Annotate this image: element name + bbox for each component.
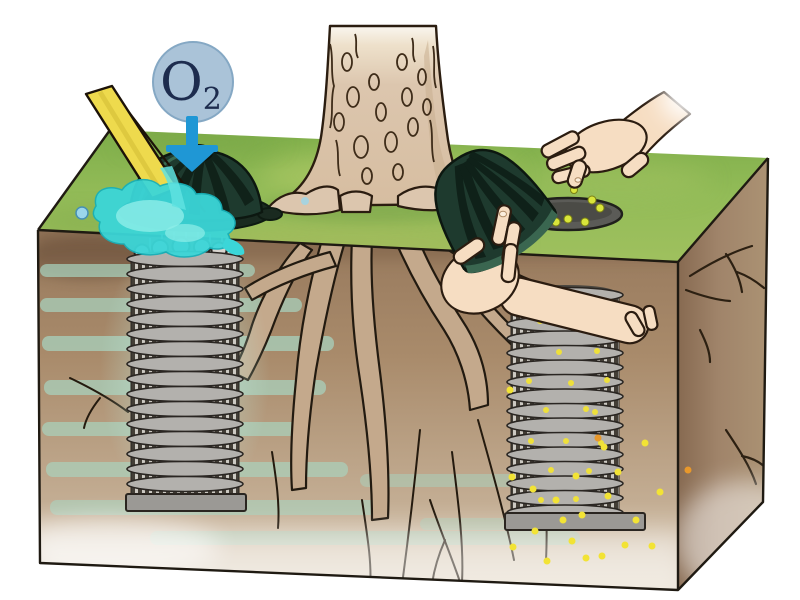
pouring-hand: [540, 73, 710, 189]
oxygen-label: O2: [160, 53, 222, 117]
water-droplet: [75, 206, 89, 220]
trunk-shading: [424, 40, 470, 204]
bark-marks: [329, 33, 437, 185]
scattered-granules: [506, 386, 692, 565]
tube-base: [504, 512, 646, 531]
left-aeration-tube: [100, 227, 270, 517]
water-splash: [75, 166, 309, 258]
fingernail: [499, 210, 507, 218]
oxygen-badge: O2: [152, 41, 234, 123]
fingernail: [574, 177, 582, 183]
down-arrow-icon: [166, 116, 218, 172]
tube-base: [125, 493, 247, 512]
watering-wand: [84, 84, 206, 213]
cap-holding-arm: [434, 148, 659, 345]
tube-discs: [126, 250, 244, 498]
